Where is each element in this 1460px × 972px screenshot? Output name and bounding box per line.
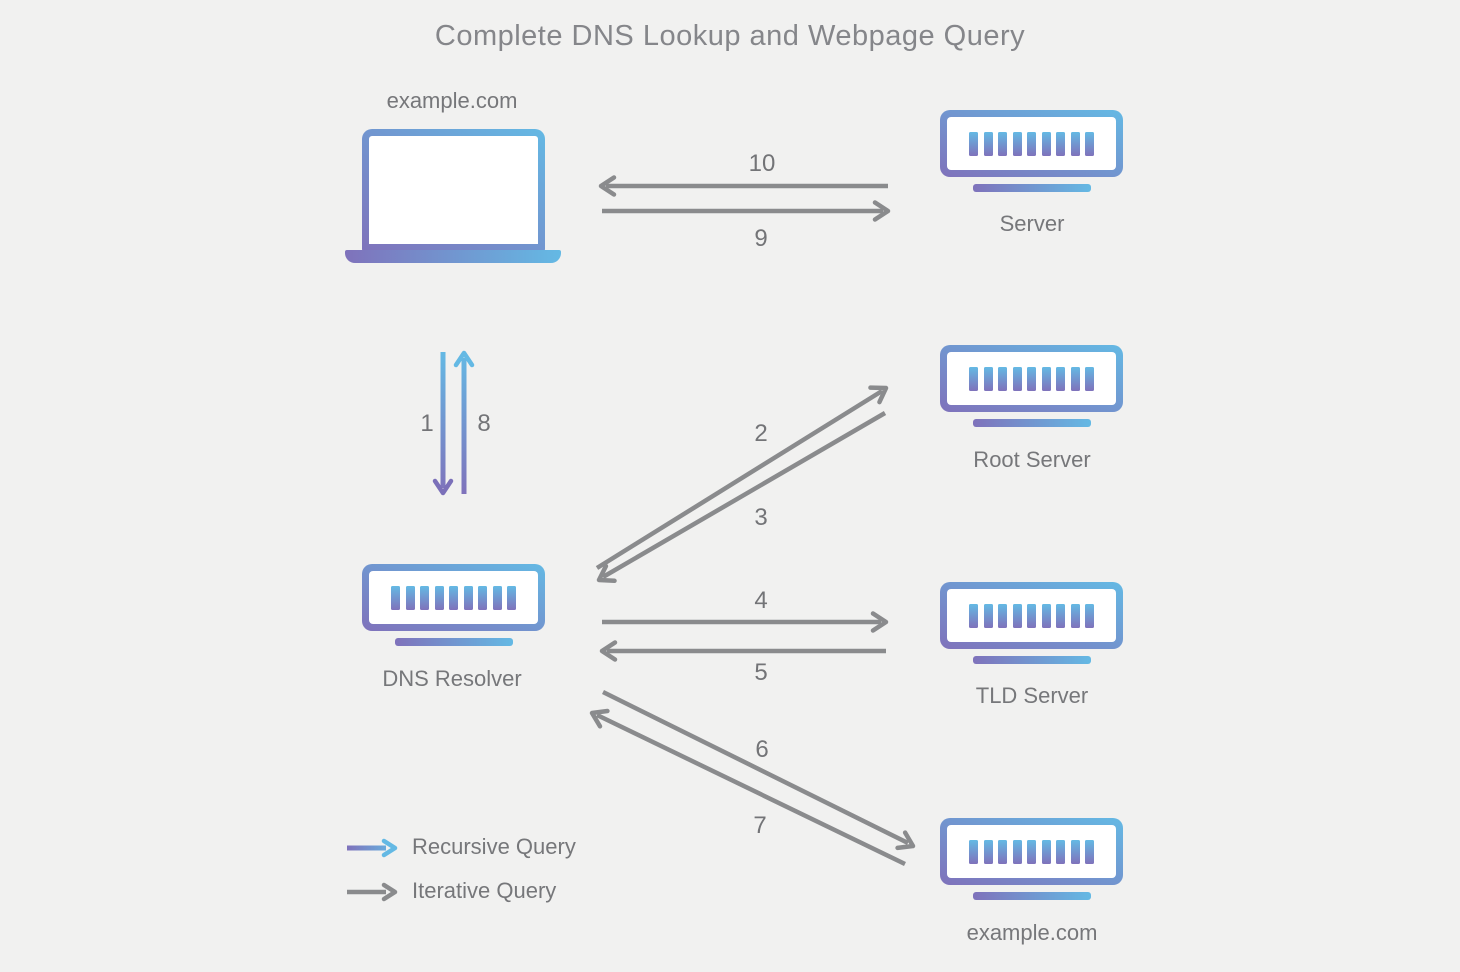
arrow-step-9 xyxy=(602,200,891,222)
laptop-base xyxy=(345,250,561,263)
step-label-10: 10 xyxy=(748,150,776,177)
legend-iterative-arrow xyxy=(347,882,398,902)
server-icon-authoritative xyxy=(940,818,1123,900)
server-vents xyxy=(369,571,538,624)
server-stand xyxy=(973,892,1091,900)
step-label-1: 1 xyxy=(420,410,434,437)
diagram-title: Complete DNS Lookup and Webpage Query xyxy=(434,20,1026,52)
server-icon-dns-resolver xyxy=(362,564,545,646)
server-stand xyxy=(973,656,1091,664)
client-label: example.com xyxy=(386,88,518,113)
web-server-label: Server xyxy=(999,211,1065,236)
server-icon-web xyxy=(940,110,1123,192)
arrow-step-10 xyxy=(598,175,888,197)
step-label-4: 4 xyxy=(754,587,768,614)
server-vents xyxy=(947,352,1116,405)
tld-server-label: TLD Server xyxy=(975,683,1089,708)
server-stand xyxy=(395,638,513,646)
server-icon-tld xyxy=(940,582,1123,664)
step-label-9: 9 xyxy=(754,225,768,252)
server-stand xyxy=(973,419,1091,427)
step-label-6: 6 xyxy=(755,736,769,763)
legend-recursive-arrow xyxy=(347,838,398,858)
arrow-step-7 xyxy=(589,708,906,867)
step-label-3: 3 xyxy=(754,504,768,531)
server-stand xyxy=(973,184,1091,192)
auth-server-label: example.com xyxy=(966,920,1098,945)
step-label-5: 5 xyxy=(754,659,768,686)
step-label-2: 2 xyxy=(754,420,768,447)
laptop-screen-display xyxy=(369,136,538,244)
root-server-label: Root Server xyxy=(973,447,1091,472)
laptop-screen xyxy=(362,129,545,251)
arrow-step-8 xyxy=(453,350,475,494)
server-vents xyxy=(947,117,1116,170)
step-label-8: 8 xyxy=(477,410,491,437)
arrow-step-2 xyxy=(595,385,889,570)
arrow-step-1 xyxy=(432,352,454,496)
dns-resolver-label: DNS Resolver xyxy=(382,666,522,691)
arrow-step-5 xyxy=(599,640,886,662)
legend-iterative-label: Iterative Query xyxy=(412,878,557,903)
server-vents xyxy=(947,589,1116,642)
arrow-step-3 xyxy=(596,411,887,584)
legend-recursive-label: Recursive Query xyxy=(412,834,576,859)
server-vents xyxy=(947,825,1116,878)
step-label-7: 7 xyxy=(753,812,767,839)
arrow-step-4 xyxy=(602,611,889,633)
server-icon-root xyxy=(940,345,1123,427)
arrow-step-6 xyxy=(602,689,916,851)
